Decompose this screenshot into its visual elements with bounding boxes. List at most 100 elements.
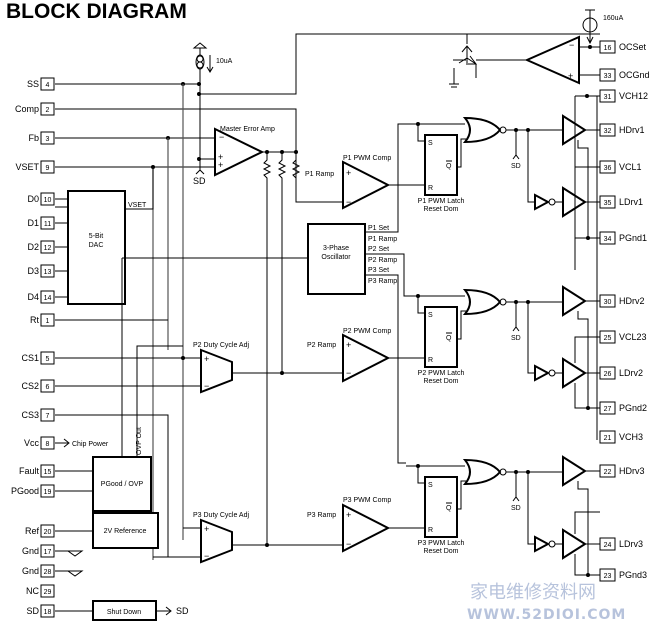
pin-number: 31 <box>604 94 612 101</box>
svg-text:+: + <box>346 340 351 350</box>
svg-text:−: − <box>219 132 224 142</box>
shutdown-sd-out: SD <box>176 606 189 616</box>
pgood-label: PGood / OVP <box>101 481 144 488</box>
svg-text:+: + <box>218 152 223 162</box>
pin-number: 14 <box>44 295 52 302</box>
pin-box <box>40 484 55 498</box>
pin-number: 7 <box>46 413 50 420</box>
pin-name: PGnd1 <box>619 233 647 243</box>
pin-box <box>40 351 55 365</box>
pin-name: PGood <box>11 486 39 496</box>
junction <box>586 236 590 240</box>
svg-text:−: − <box>204 551 209 561</box>
pin-number: 27 <box>604 406 612 413</box>
p2-adj-label: P2 Duty Cycle Adj <box>193 342 249 349</box>
junction <box>416 464 420 468</box>
pin-name: D0 <box>27 194 39 204</box>
osc-p2-ramp: P2 Ramp <box>368 257 397 264</box>
pwm-latch <box>424 476 458 538</box>
pin-name: Comp <box>15 104 39 114</box>
pin-number: 5 <box>46 356 50 363</box>
dac-label-2: DAC <box>89 242 104 249</box>
pin-box <box>40 544 55 558</box>
latch-label-2: Reset Dom <box>423 378 458 385</box>
nor-gate <box>462 116 502 144</box>
junction <box>514 300 518 304</box>
latch-wire <box>406 295 470 340</box>
pin-number: 15 <box>44 469 52 476</box>
pin-box <box>40 240 55 254</box>
p2-comp-label: P2 PWM Comp <box>343 328 391 335</box>
pin-name: Ref <box>25 526 40 536</box>
p3-ramp-label: P3 Ramp <box>307 512 336 519</box>
current-source-10ua: 10uA <box>192 42 233 170</box>
nor-gate <box>462 288 502 316</box>
pin-number: 24 <box>604 542 612 549</box>
driver-wire <box>555 481 600 576</box>
pin-number: 4 <box>46 82 50 89</box>
pin-number: 28 <box>44 569 52 576</box>
pin-name: Rt <box>30 315 39 325</box>
pin-number: 34 <box>604 236 612 243</box>
osc-p1-set: P1 Set <box>368 225 389 232</box>
latch-q: Q <box>446 505 452 512</box>
pin-number: 21 <box>604 435 612 442</box>
p1-comp-label: P1 PWM Comp <box>343 155 391 162</box>
pin-number: 36 <box>604 165 612 172</box>
p1-ramp-label: P1 Ramp <box>305 171 334 178</box>
master-error-amp-label: Master Error Amp <box>220 126 275 133</box>
high-side-driver <box>562 285 587 317</box>
osc-p3-ramp: P3 Ramp <box>368 278 397 285</box>
latch-label-1: P3 PWM Latch <box>418 540 465 547</box>
dac-label-1: 5-Bit <box>89 233 103 240</box>
pin-number: 8 <box>46 441 50 448</box>
pin-name: Gnd <box>22 546 39 556</box>
overcurrent-section: −+ 160uA <box>449 9 624 88</box>
low-side-driver <box>562 528 587 560</box>
latch-label-2: Reset Dom <box>423 548 458 555</box>
pin-number: 20 <box>44 529 52 536</box>
oscillator-block: 3-Phase Oscillator P1 Set P1 Ramp P2 Set… <box>121 123 406 464</box>
ground-icon <box>55 570 84 577</box>
pin-name: VSET <box>15 162 39 172</box>
shutdown-block: Shut Down SD <box>55 600 189 621</box>
svg-text:−: − <box>204 381 209 391</box>
osc-p2-set: P2 Set <box>368 246 389 253</box>
svg-text:−: − <box>346 197 351 207</box>
sd-label: SD <box>511 335 521 342</box>
p2-ramp-label: P2 Ramp <box>307 342 336 349</box>
pwm-latch <box>424 134 458 196</box>
ref-block: 2V Reference <box>55 512 159 549</box>
svg-text:+: + <box>346 168 351 178</box>
junction <box>586 406 590 410</box>
left-pin-comp: Comp 2 <box>15 102 55 116</box>
high-side-driver <box>562 455 587 487</box>
pin-number: 2 <box>46 107 50 114</box>
junction <box>526 128 530 132</box>
pin-name: VCL1 <box>619 162 642 172</box>
pin-number: 30 <box>604 299 612 306</box>
pin-box <box>40 131 55 145</box>
junction <box>416 294 420 298</box>
pin-name: HDrv2 <box>619 296 645 306</box>
pin-name: HDrv3 <box>619 466 645 476</box>
shutdown-label: Shut Down <box>107 609 141 616</box>
latch-q: Q <box>446 163 452 170</box>
pin-number: 35 <box>604 200 612 207</box>
latch-label-1: P2 PWM Latch <box>418 370 465 377</box>
pin-number: 18 <box>44 609 52 616</box>
